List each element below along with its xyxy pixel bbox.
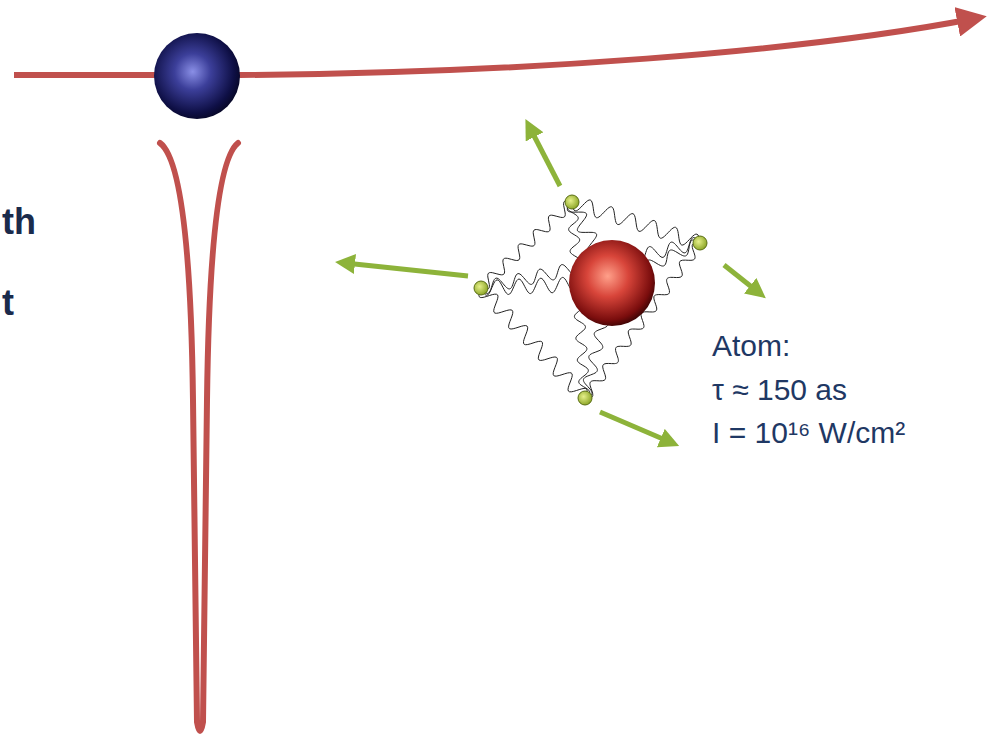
field-lines <box>479 200 700 398</box>
electron-dot <box>578 391 592 405</box>
nucleus <box>569 240 655 326</box>
electron-ball <box>154 33 240 119</box>
potential-well <box>160 143 238 731</box>
electron-dot <box>693 236 707 250</box>
pulse-duration: τ ≈ 150 as <box>712 372 847 408</box>
emission-arrow <box>724 265 758 292</box>
intensity-value: I = 10¹⁶ W/cm² <box>712 415 905 451</box>
electron-dot <box>474 281 488 295</box>
emission-arrow <box>530 128 560 186</box>
emission-arrow <box>345 263 468 276</box>
cut-heading: th <box>2 200 36 243</box>
emission-arrow <box>600 412 670 442</box>
wave-line <box>481 201 572 289</box>
wave-line <box>572 200 700 245</box>
atom-label: Atom: <box>712 328 790 364</box>
electron-dot <box>565 195 579 209</box>
wave-line <box>479 288 587 398</box>
cut-heading: t <box>2 281 14 324</box>
